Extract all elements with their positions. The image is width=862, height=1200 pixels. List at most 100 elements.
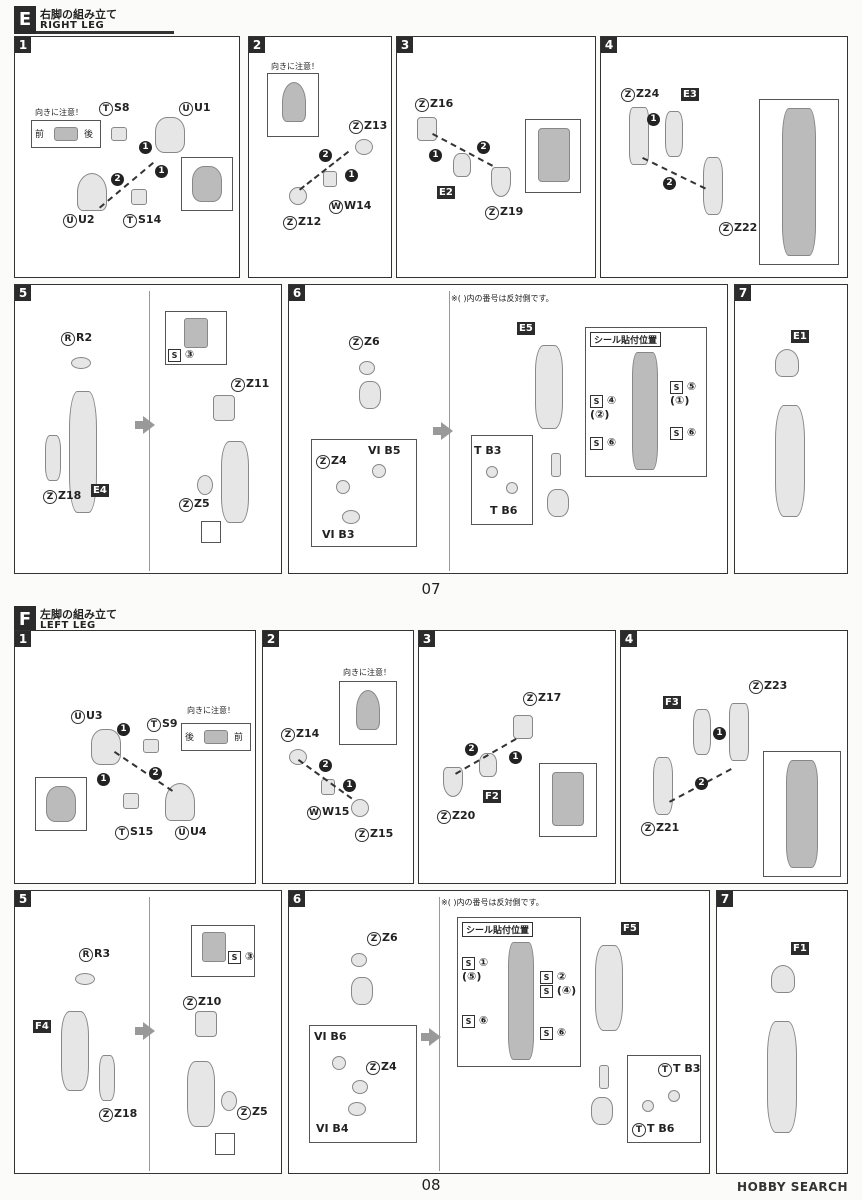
detail-inset: S ③ — [191, 925, 255, 977]
section-letter: E — [14, 6, 36, 34]
step-number: 7 — [735, 285, 751, 301]
tool-icon — [215, 1133, 235, 1155]
section-letter: F — [14, 606, 36, 634]
detail-inset: T B3 T B6 — [471, 435, 533, 525]
detail-inset — [525, 119, 581, 193]
sticker-panel: シール貼付位置 S ④ (②) S ⑤ (①) S ⑥ S ⑥ — [585, 327, 707, 477]
part-label: F3 — [663, 696, 681, 709]
step-number: 2 — [263, 631, 279, 647]
direction-note: 向きに注意！ — [271, 62, 319, 71]
detail-inset — [35, 777, 87, 831]
back-label: 後 — [84, 130, 94, 140]
page-number: 08 — [421, 1176, 441, 1194]
opposite-side-note: ※( )内の番号は反対側です。 — [451, 294, 554, 303]
part-label: E2 — [437, 186, 455, 199]
direction-note: 向きに注意！ — [343, 668, 391, 677]
part-label: F2 — [483, 790, 501, 803]
section-title-jp: 左脚の組み立て — [40, 608, 117, 621]
part-label: E3 — [681, 88, 699, 101]
direction-note: 向きに注意！ — [187, 706, 235, 715]
tool-icon — [201, 521, 221, 543]
section-title-en: RIGHT LEG — [40, 20, 105, 31]
section-title-en: LEFT LEG — [40, 620, 96, 631]
step-number: 7 — [717, 891, 733, 907]
section-header: E 右脚の組み立て RIGHT LEG — [14, 6, 174, 34]
detail-inset — [759, 99, 839, 265]
direction-inset: 後 前 — [181, 723, 251, 751]
step-7-panel: 7 F1 — [716, 890, 848, 1174]
step-number: 6 — [289, 285, 305, 301]
part-label: E1 — [791, 330, 809, 343]
section-title-jp: 右脚の組み立て — [40, 8, 117, 21]
step-number: 6 — [289, 891, 305, 907]
detail-inset — [181, 157, 233, 211]
step-number: 4 — [601, 37, 617, 53]
part-label: F1 — [791, 942, 809, 955]
step-number: 5 — [15, 285, 31, 301]
opposite-side-note: ※( )内の番号は反対側です。 — [441, 898, 544, 907]
page-number: 07 — [421, 580, 441, 598]
step-number: 1 — [15, 37, 31, 53]
part-label: F5 — [621, 922, 639, 935]
front-label: 前 — [35, 130, 45, 140]
step-number: 1 — [15, 631, 31, 647]
detail-inset — [539, 763, 597, 837]
front-label: 前 — [234, 733, 244, 743]
step-number: 4 — [621, 631, 637, 647]
watermark-logo: HOBBY SEARCH — [737, 1180, 848, 1194]
step-number: 3 — [397, 37, 413, 53]
detail-inset: S ③ — [165, 311, 227, 365]
part-label: E4 — [91, 484, 109, 497]
step-number: 2 — [249, 37, 265, 53]
part-label: E5 — [517, 322, 535, 335]
sticker-panel: シール貼付位置 S ① (⑤) S ② S (④) S ⑥ S ⑥ — [457, 917, 581, 1067]
sticker-title: シール貼付位置 — [462, 922, 534, 937]
back-label: 後 — [185, 733, 195, 743]
direction-inset — [267, 73, 319, 137]
